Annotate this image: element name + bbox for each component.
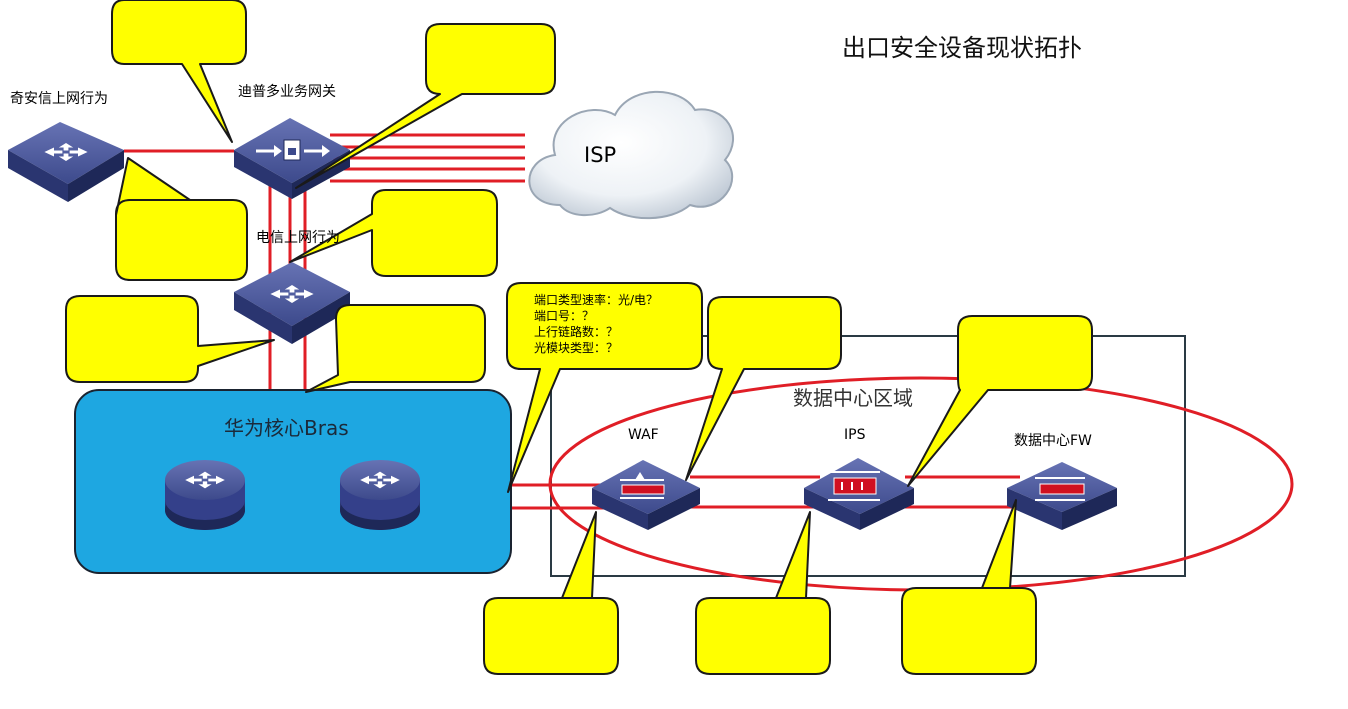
callout-qax-bottom[interactable]: [115, 157, 248, 281]
ips-label: IPS: [844, 427, 866, 443]
note-line: 上行链路数：？: [534, 325, 619, 339]
ips-device[interactable]: [804, 458, 914, 530]
callout-left[interactable]: [65, 295, 275, 383]
fw-label: 数据中心FW: [1014, 433, 1092, 449]
callout-waf-bottom[interactable]: [483, 511, 619, 675]
telecom-device[interactable]: [234, 262, 350, 344]
isp-cloud-icon: [528, 90, 735, 220]
dptech-device[interactable]: [234, 118, 350, 199]
isp-label: ISP: [584, 143, 617, 167]
ips-appliance-icon: [828, 471, 880, 501]
callout-qax-top[interactable]: [111, 0, 247, 143]
port-info-note: 端口类型速率：光/电？ 端口号：？ 上行链路数：？ 光模块类型：？: [534, 292, 658, 356]
bras-router-2[interactable]: [340, 460, 420, 530]
callout-port-info[interactable]: [506, 282, 703, 493]
firewall-icon: [1035, 477, 1085, 501]
qax-label: 奇安信上网行为: [10, 91, 108, 107]
fw-device[interactable]: [1007, 462, 1117, 530]
callout-ips-top[interactable]: [907, 315, 1093, 487]
callout-fw-bottom[interactable]: [901, 499, 1037, 675]
waf-device[interactable]: [592, 460, 700, 530]
dptech-label: 迪普多业务网关: [238, 84, 336, 100]
bras-router-1[interactable]: [165, 460, 245, 530]
callout-dptech[interactable]: [295, 23, 556, 189]
datacenter-zone: [550, 335, 1186, 577]
datacenter-label: 数据中心区域: [793, 386, 913, 410]
note-line: 端口类型速率：光/电？: [534, 293, 659, 307]
bras-label: 华为核心Bras: [224, 416, 349, 440]
waf-label: WAF: [628, 427, 659, 443]
note-line: 光模块类型：？: [534, 341, 619, 355]
gateway-icon: [256, 139, 330, 161]
callout-ips-bottom[interactable]: [695, 511, 831, 675]
note-line: 端口号：？: [534, 309, 595, 323]
callout-mid-link[interactable]: [305, 304, 486, 393]
waf-appliance-icon: [620, 472, 665, 499]
qax-device[interactable]: [8, 122, 124, 202]
page-title: 出口安全设备现状拓扑: [842, 34, 1082, 62]
telecom-label: 电信上网行为: [256, 230, 340, 246]
callout-telecom[interactable]: [289, 189, 498, 277]
callout-waf-top[interactable]: [685, 296, 842, 481]
